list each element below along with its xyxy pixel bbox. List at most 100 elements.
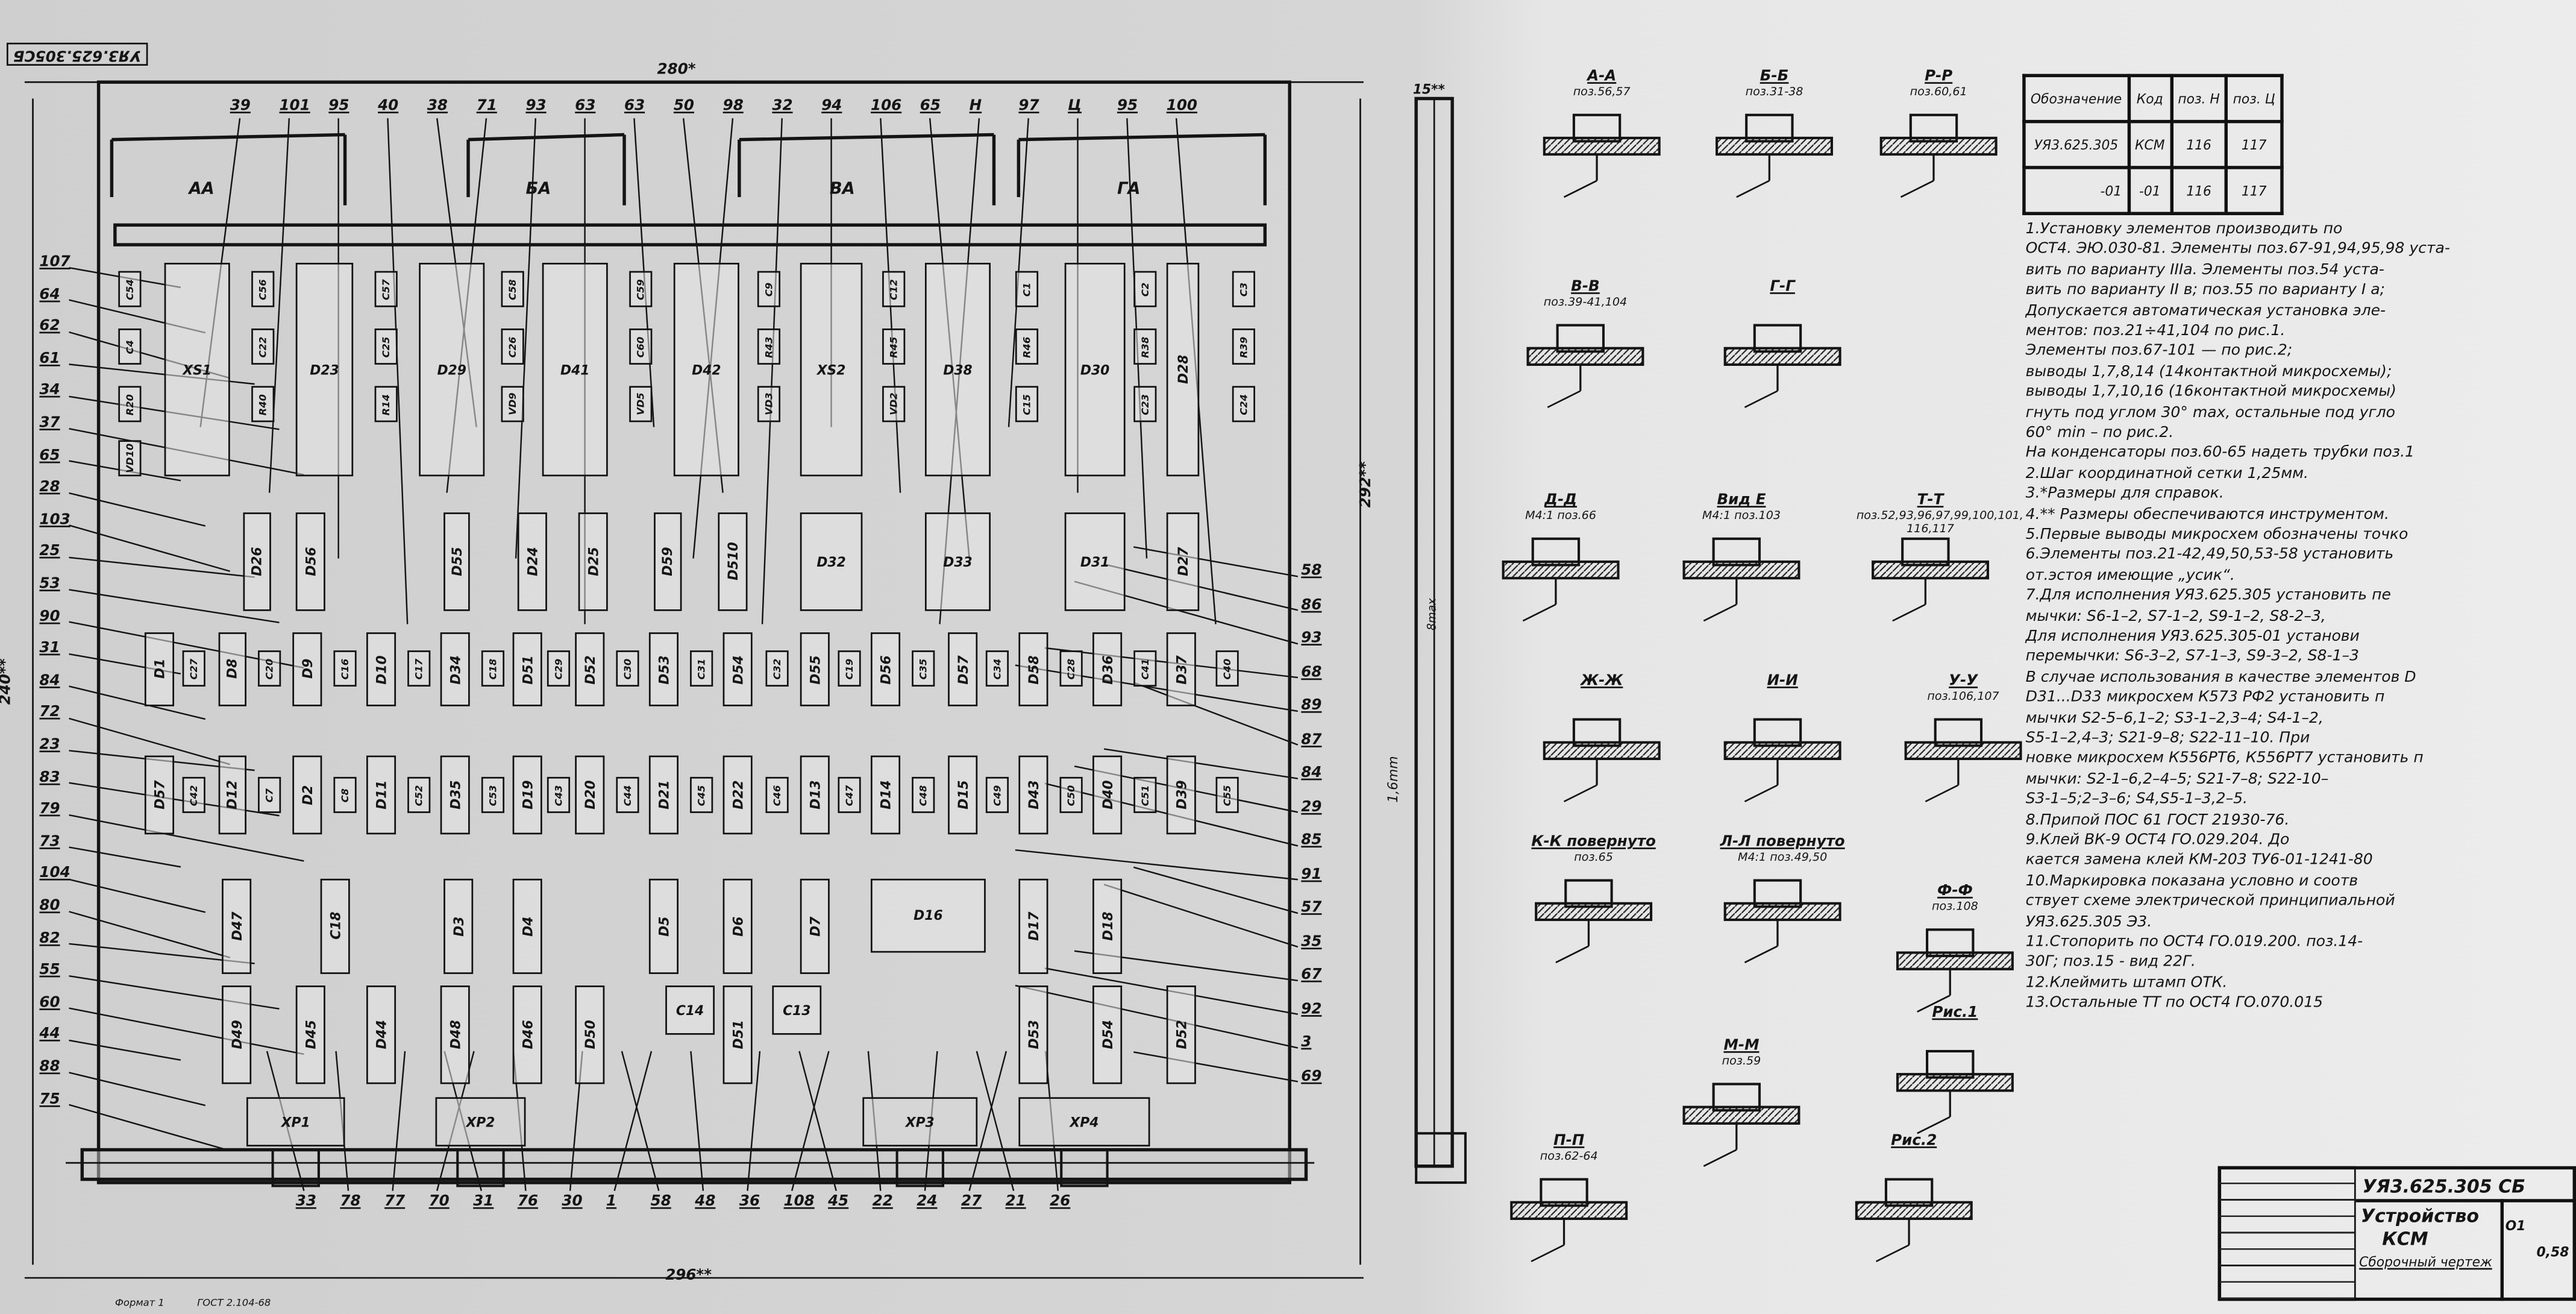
part-c3: C3 xyxy=(1232,271,1255,307)
connector-group-label: БА xyxy=(525,180,551,199)
leader-line xyxy=(69,814,304,862)
part-label: C59 xyxy=(635,278,647,300)
section-view: И-И xyxy=(1708,673,1856,690)
leader-line xyxy=(1103,748,1299,779)
leader-line xyxy=(1563,180,1597,198)
part-r38: R38 xyxy=(1133,328,1157,365)
callout-right: 86 xyxy=(1301,597,1322,614)
header-designation: Обозначение xyxy=(2022,74,2130,124)
chip-d13: D13 xyxy=(800,755,830,835)
chip-label: D6 xyxy=(730,916,745,937)
chip-d22: D22 xyxy=(722,755,753,835)
callout-top: 39 xyxy=(230,98,251,115)
chip-label: D35 xyxy=(447,780,463,810)
leader-line xyxy=(1875,1244,1910,1263)
chip-d6: D6 xyxy=(722,878,753,974)
chip-label: D47 xyxy=(229,911,244,941)
part-c51: C51 xyxy=(1133,776,1157,813)
part-label: C15 xyxy=(1021,393,1033,415)
part-c42: C42 xyxy=(182,776,205,813)
part-label: C12 xyxy=(888,278,900,300)
note-line: 13.Остальные ТТ по ОСТ4 ГО.070.015 xyxy=(2025,994,2324,1013)
part-c53: C53 xyxy=(481,776,505,813)
callout-right: 35 xyxy=(1301,934,1322,951)
chip-label: D46 xyxy=(519,1020,535,1049)
leader-line xyxy=(1744,945,1778,964)
callout-top: 63 xyxy=(575,98,596,115)
note-line: 5.Первые выводы микросхем обозначены точ… xyxy=(2025,526,2408,544)
connector-xp3: XP3 xyxy=(862,1097,978,1147)
callout-right: 57 xyxy=(1301,900,1322,917)
part-label: C1 xyxy=(1021,281,1033,297)
variant-table-row: -01 -01 116 117 xyxy=(2022,166,2284,215)
leader-line xyxy=(1103,884,1299,948)
connector-outline xyxy=(111,133,345,142)
section-component xyxy=(1556,324,1605,353)
leader-line xyxy=(1015,849,1298,881)
chip-label: D37 xyxy=(1174,655,1189,684)
part-label: C31 xyxy=(695,658,707,679)
note-line: D31...D33 микросхем К573 РФ2 установить … xyxy=(2025,688,2385,707)
part-label: C32 xyxy=(771,658,783,679)
chip-d15: D15 xyxy=(948,755,978,835)
chip-d50: D50 xyxy=(575,986,605,1084)
note-line: ОСТ4. ЭЮ.030-81. Элементы поз.67-91,94,9… xyxy=(2025,240,2450,259)
chip-label: D43 xyxy=(1026,780,1041,810)
leader-line xyxy=(1522,603,1556,622)
section-subtitle: поз.65 xyxy=(1574,850,1613,864)
chip-d37: D37 xyxy=(1166,632,1196,706)
note-line: 8.Припой ПОС 61 ГОСТ 21930-76. xyxy=(2025,811,2290,829)
callout-top: 106 xyxy=(870,98,902,115)
part-vd10: VD10 xyxy=(118,440,142,477)
leader-line xyxy=(761,118,783,624)
chip-d52: D52 xyxy=(575,632,605,706)
chip-label: D48 xyxy=(447,1020,463,1049)
chip-d46: D46 xyxy=(512,986,542,1084)
note-line: В случае использования в качестве элемен… xyxy=(2025,668,2416,687)
leader-line xyxy=(69,685,206,720)
chip-d58: D58 xyxy=(1018,632,1048,706)
leader-line xyxy=(1744,390,1778,409)
part-label: C56 xyxy=(257,278,269,300)
callout-left: 79 xyxy=(39,802,60,819)
chip-d27: D27 xyxy=(1166,512,1200,611)
part-c52: C52 xyxy=(407,776,431,813)
chip-d16: D16 xyxy=(870,878,986,953)
callout-top: 101 xyxy=(279,98,310,115)
cell: 116 xyxy=(2169,166,2228,215)
section-title: Г-Г xyxy=(1770,279,1795,296)
chip-d51: D51 xyxy=(512,632,542,706)
connector-label: XP4 xyxy=(1070,1114,1099,1130)
part-label: C30 xyxy=(621,658,634,679)
part-label: R39 xyxy=(1238,336,1250,357)
part-label: C50 xyxy=(1065,784,1077,806)
footer-format: Формат 1 xyxy=(114,1297,165,1309)
connector-rail xyxy=(113,223,1267,247)
callout-top: 65 xyxy=(920,98,941,115)
leader-line xyxy=(1744,784,1778,803)
section-subtitle: М4:1 поз.49,50 xyxy=(1737,850,1828,864)
callout-left: 65 xyxy=(39,447,60,465)
part-c24: C24 xyxy=(1232,386,1255,423)
bottom-rail xyxy=(80,1148,1308,1181)
part-label: C4 xyxy=(124,339,136,354)
section-component xyxy=(1712,1083,1761,1112)
part-c50: C50 xyxy=(1059,776,1083,813)
leader-line xyxy=(69,492,206,527)
footer-gost: ГОСТ 2.104-68 xyxy=(197,1297,271,1309)
callout-bottom: 1 xyxy=(606,1194,617,1211)
part-label: C9 xyxy=(763,281,775,297)
leader-line xyxy=(968,1051,1008,1191)
leader-line xyxy=(387,118,409,624)
part-c40: C40 xyxy=(1215,650,1239,687)
callout-left: 75 xyxy=(39,1092,60,1108)
chip-d33: D33 xyxy=(924,512,991,611)
cell: 117 xyxy=(2225,119,2284,169)
title-doc-type: Сборочный чертеж xyxy=(2359,1254,2492,1270)
chip-d19: D19 xyxy=(512,755,542,835)
part-c4: C4 xyxy=(118,328,142,365)
section-title: Рис.1 xyxy=(1932,1005,1978,1022)
